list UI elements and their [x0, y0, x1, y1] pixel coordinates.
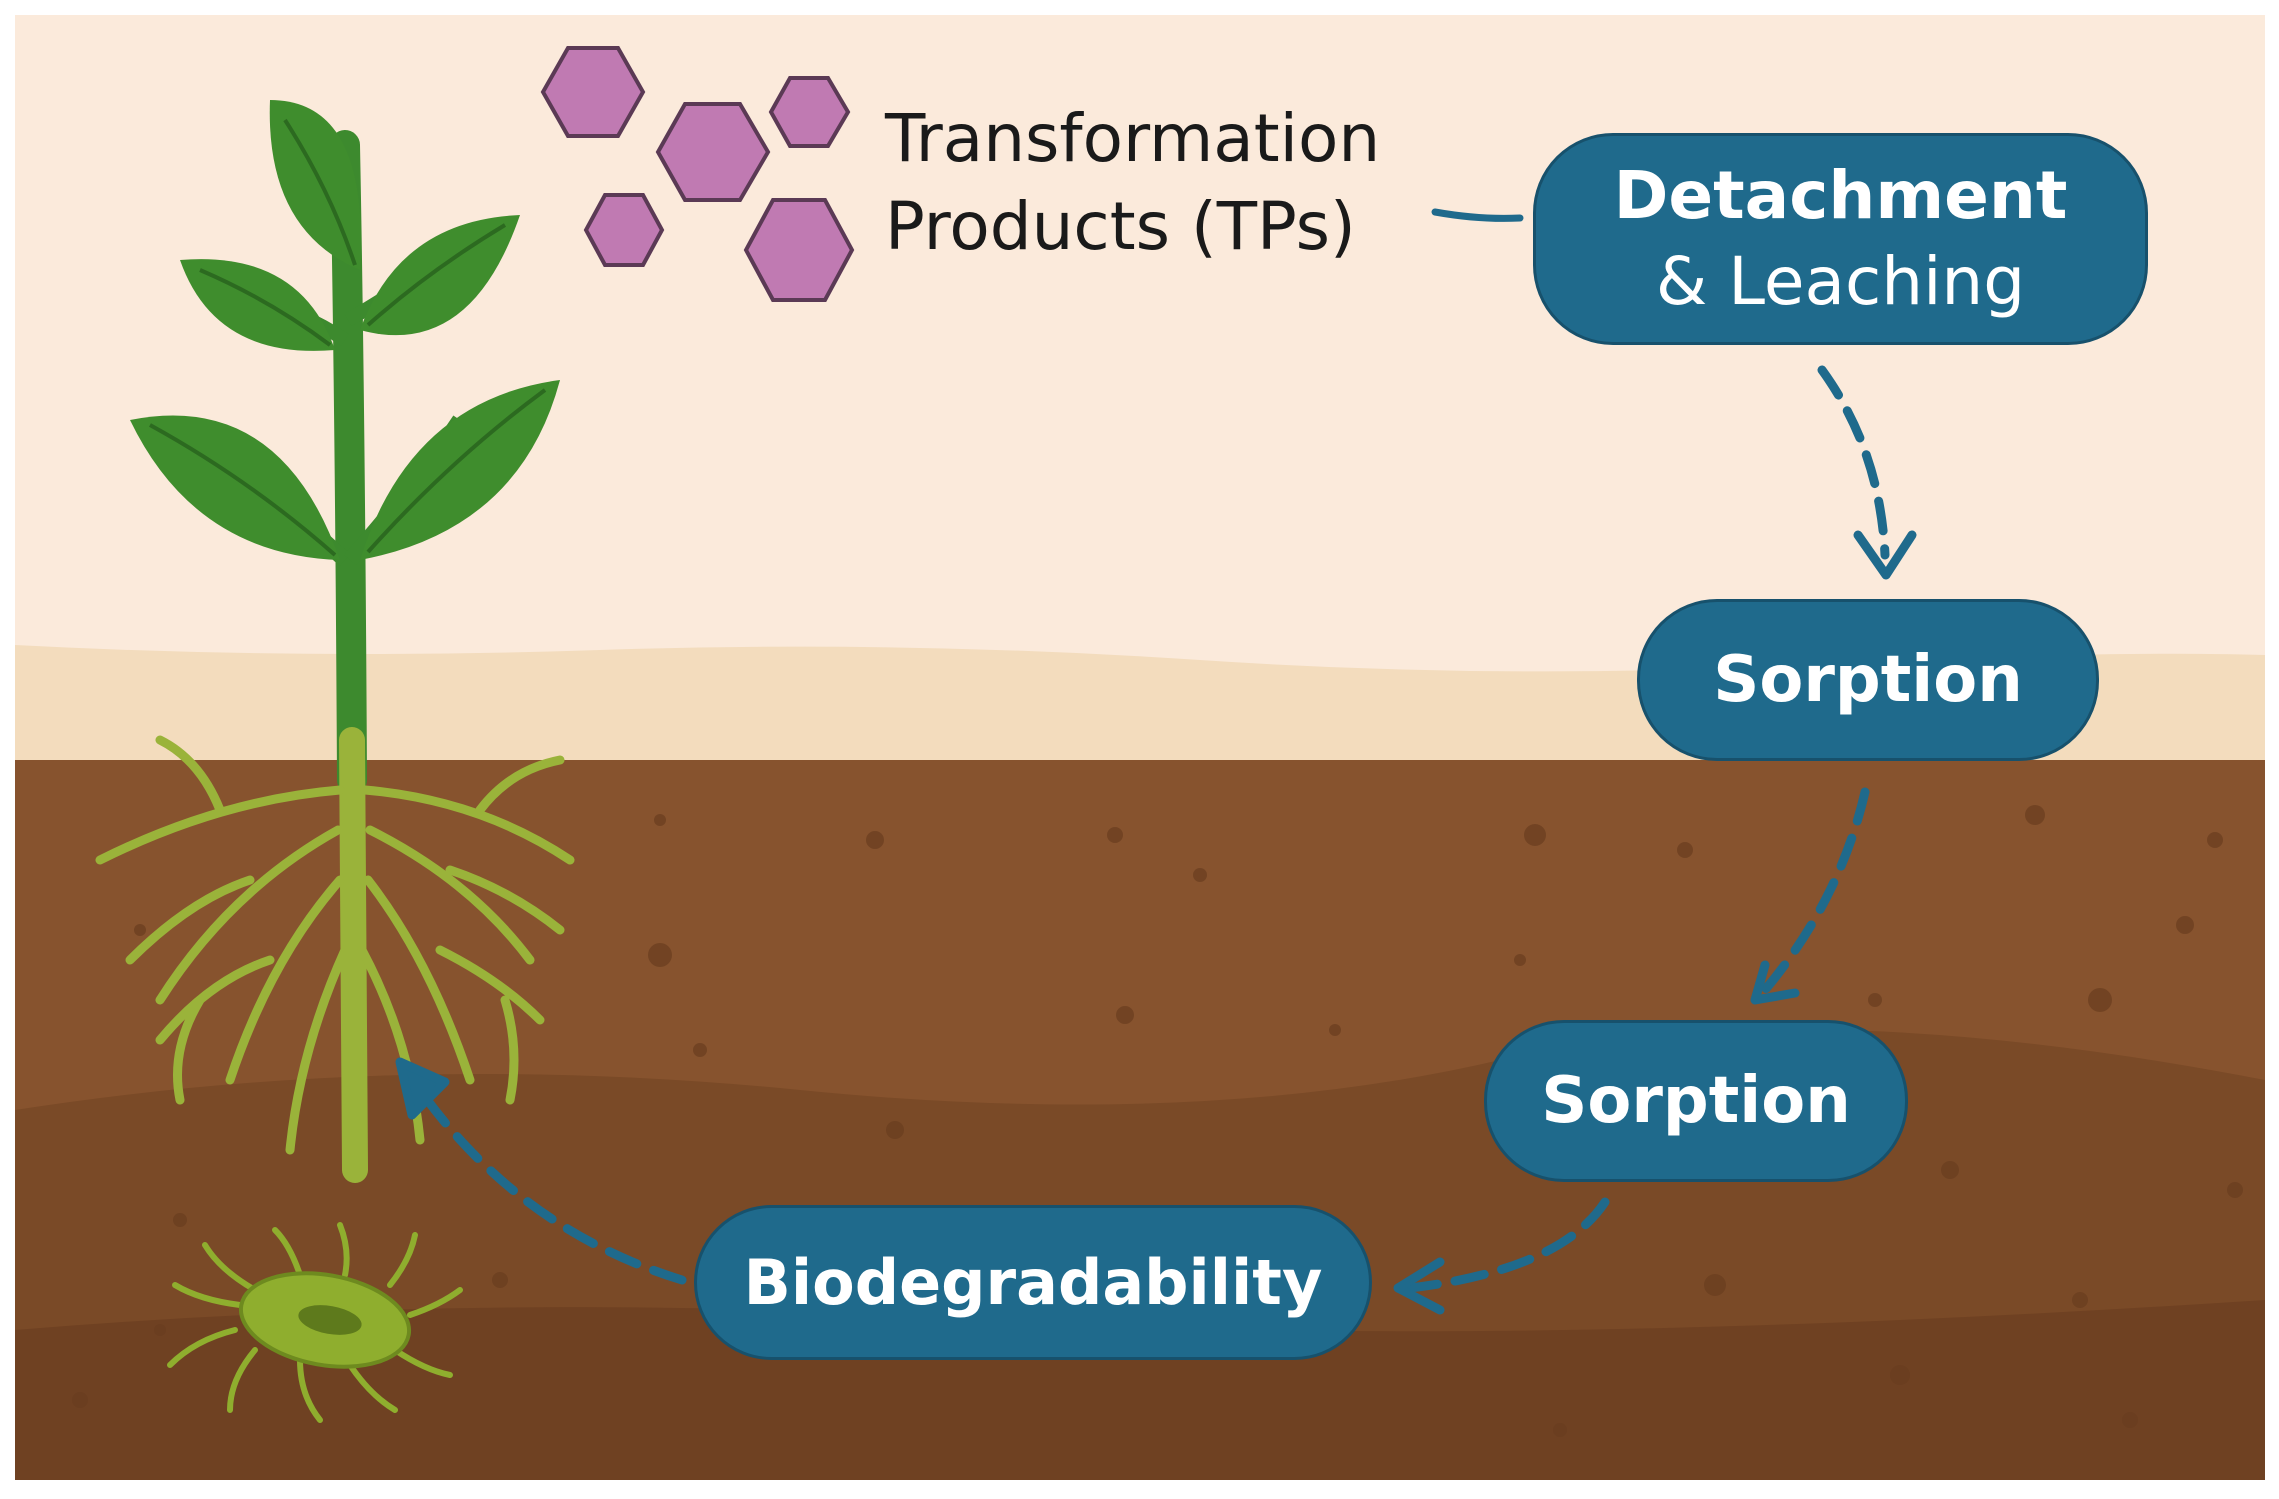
sorption-upper-node[interactable]: Sorption: [1637, 599, 2099, 761]
detachment-leaching-node[interactable]: Detachment & Leaching: [1533, 133, 2148, 345]
plant-icon: [130, 100, 560, 795]
microbe-icon: [167, 1222, 463, 1423]
arrowhead-3: [1393, 1257, 1445, 1315]
hexagon-molecule-icon: [540, 46, 855, 302]
arrowhead-2: [1750, 960, 1800, 1005]
soil-bottom-layer: [15, 1300, 2265, 1480]
biodegradability-node[interactable]: Biodegradability: [694, 1205, 1372, 1360]
biodegradability-label: Biodegradability: [743, 1246, 1323, 1319]
tp-label-line1: Transformation: [885, 100, 1381, 177]
sorption-lower-label: Sorption: [1541, 1064, 1851, 1138]
arrow-sorption-to-sorption: [1760, 787, 1870, 995]
sorption-lower-node[interactable]: Sorption: [1484, 1020, 1908, 1182]
flow-arrows: [415, 365, 1890, 1293]
transformation-products-label: Transformation Products (TPs): [885, 95, 1380, 271]
arrow-detachment-to-sorption: [1817, 365, 1890, 560]
soil-particles: [72, 805, 2243, 1437]
arrow-biodegradability-to-root: [415, 1085, 687, 1285]
arrow-heads: [395, 530, 1917, 1315]
detachment-line2: & Leaching: [1655, 243, 2026, 320]
tp-connector-line: [1431, 208, 1524, 222]
arrowhead-4: [395, 1057, 450, 1120]
detachment-line1: Detachment: [1613, 157, 2068, 234]
arrowhead-1: [1853, 530, 1917, 580]
sorption-upper-label: Sorption: [1713, 643, 2023, 717]
arrow-sorption-to-biodegradability: [1405, 1197, 1610, 1293]
tp-label-line2: Products (TPs): [885, 188, 1356, 265]
